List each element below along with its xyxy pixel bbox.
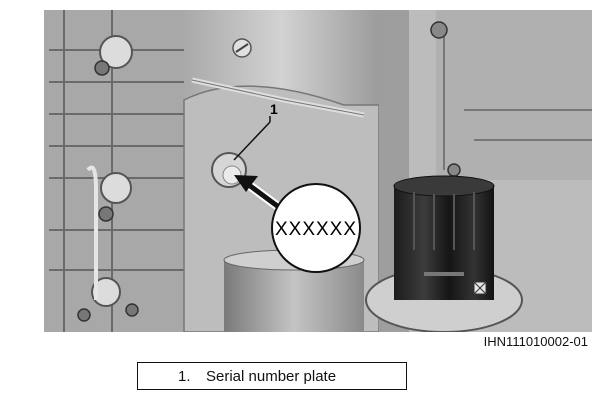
- magnifier-circle: [271, 183, 361, 273]
- legend-number: 1.: [178, 367, 191, 385]
- legend-label: Serial number plate: [206, 367, 337, 385]
- figure-code: IHN111010002-01: [483, 334, 588, 349]
- engine-photo: 1 XXXXXX: [44, 10, 592, 332]
- callout-number: 1: [270, 101, 278, 117]
- legend-box: 1. Serial number plate: [137, 362, 407, 390]
- magnified-serial-text: XXXXXX: [275, 219, 357, 240]
